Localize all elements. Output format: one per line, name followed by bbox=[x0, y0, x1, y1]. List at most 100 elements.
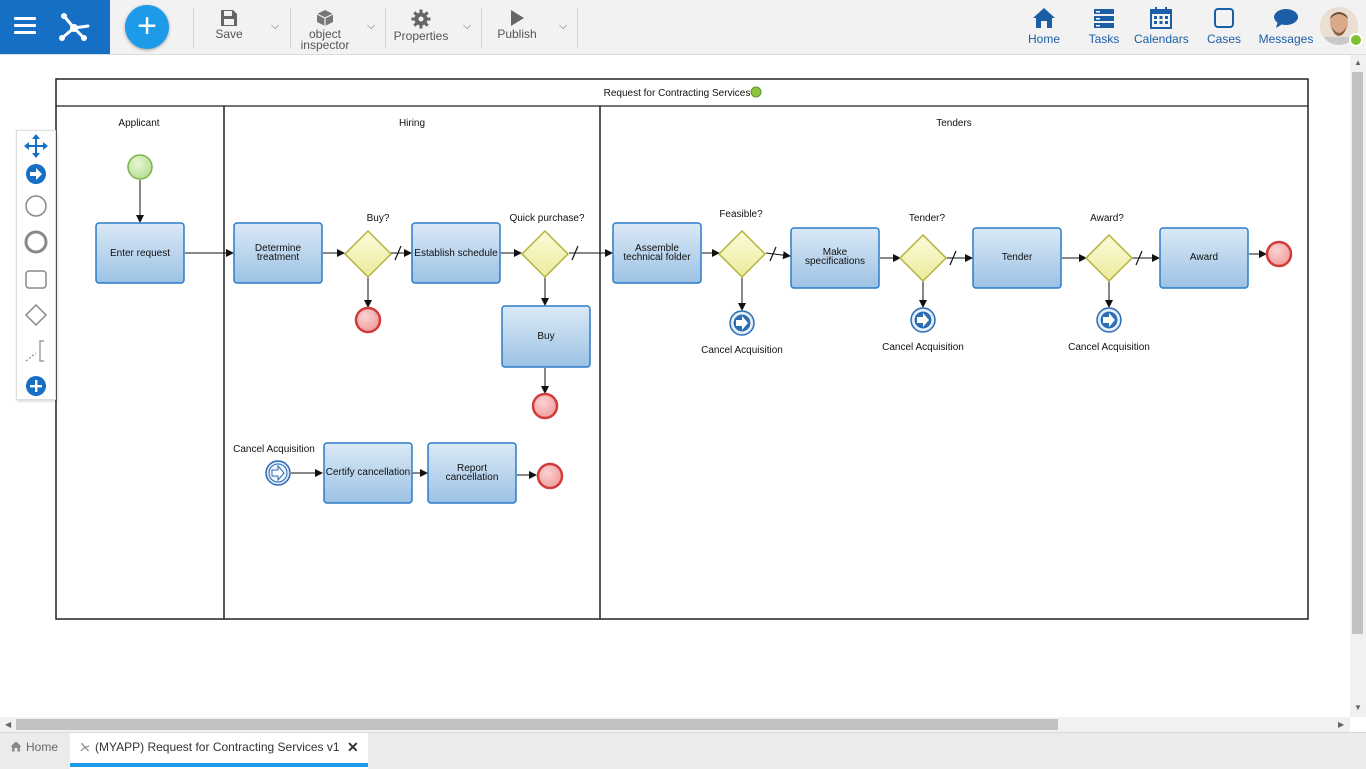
play-icon bbox=[511, 10, 524, 26]
pool[interactable] bbox=[55, 78, 1309, 620]
nav-messages-label: Messages bbox=[1258, 32, 1314, 46]
save-dropdown-chevron-icon[interactable]: ⌵ bbox=[271, 20, 280, 32]
connect-arrow-icon[interactable] bbox=[24, 162, 48, 186]
toolbar-divider bbox=[193, 8, 194, 48]
task-label: Determine bbox=[255, 243, 302, 254]
nav-home[interactable]: Home bbox=[1024, 0, 1064, 54]
app-logo-icon[interactable] bbox=[54, 8, 94, 46]
sequence-flows bbox=[136, 180, 1267, 479]
active-tab-indicator bbox=[70, 763, 368, 767]
task-certify-cancellation[interactable]: Certify cancellation bbox=[323, 442, 413, 504]
add-button[interactable]: + bbox=[125, 5, 169, 49]
task-tool-icon[interactable] bbox=[24, 267, 48, 291]
more-shapes-plus-icon[interactable] bbox=[24, 374, 48, 398]
online-status-dot bbox=[1349, 33, 1363, 47]
cancel-acquisition-throw-event[interactable]: Cancel Acquisition bbox=[882, 307, 964, 353]
task-buy[interactable]: Buy bbox=[501, 305, 591, 368]
tab-document-label: (MYAPP) Request for Contracting Services… bbox=[95, 740, 340, 754]
horizontal-scroll-thumb[interactable] bbox=[16, 719, 1058, 730]
event-label: Cancel Acquisition bbox=[233, 444, 315, 455]
gateway-tool-icon[interactable] bbox=[24, 303, 48, 327]
chat-bubble-icon bbox=[1274, 9, 1298, 28]
end-event-tool-icon[interactable] bbox=[24, 230, 48, 254]
tasks-icon bbox=[1094, 9, 1114, 28]
cancel-acquisition-throw-event[interactable]: Cancel Acquisition bbox=[701, 310, 783, 356]
gateway-feasible[interactable]: Feasible? bbox=[717, 209, 767, 279]
publish-dropdown-chevron-icon[interactable]: ⌵ bbox=[559, 20, 568, 32]
gear-icon bbox=[411, 9, 431, 29]
properties-button[interactable]: Properties bbox=[393, 0, 449, 54]
gateway-label: Quick purchase? bbox=[509, 213, 584, 224]
end-event[interactable] bbox=[1265, 240, 1293, 268]
start-event[interactable] bbox=[127, 154, 153, 180]
task-tender[interactable]: Tender bbox=[972, 227, 1062, 289]
task-label: Assemble bbox=[635, 243, 679, 254]
gateway-buy[interactable]: Buy? bbox=[343, 213, 393, 279]
end-event[interactable] bbox=[354, 306, 382, 334]
task-label: specifications bbox=[805, 256, 865, 267]
task-label: Make bbox=[823, 247, 848, 258]
lane-title-tenders: Tenders bbox=[936, 118, 972, 129]
task-establish-schedule[interactable]: Establish schedule bbox=[411, 222, 501, 284]
toolbar-divider bbox=[385, 8, 386, 48]
task-award[interactable]: Award bbox=[1159, 227, 1249, 289]
gateway-quick-purchase[interactable]: Quick purchase? bbox=[509, 213, 585, 279]
task-label: Certify cancellation bbox=[326, 467, 410, 478]
gateway-label: Feasible? bbox=[719, 209, 763, 220]
home-icon bbox=[1033, 8, 1055, 28]
brand-block bbox=[0, 0, 110, 54]
nav-cases[interactable]: Cases bbox=[1206, 0, 1242, 54]
scroll-left-arrow-icon[interactable]: ◀ bbox=[5, 720, 12, 729]
calendar-icon bbox=[1150, 7, 1172, 29]
gateway-label: Tender? bbox=[909, 213, 946, 224]
cancel-acquisition-throw-event[interactable]: Cancel Acquisition bbox=[1068, 307, 1150, 353]
tab-home[interactable]: Home bbox=[8, 733, 66, 769]
toolbar-divider bbox=[290, 8, 291, 48]
toolbar-divider bbox=[577, 8, 578, 48]
event-label: Cancel Acquisition bbox=[1068, 342, 1150, 353]
task-label: technical folder bbox=[623, 252, 691, 263]
object-inspector-dropdown-chevron-icon[interactable]: ⌵ bbox=[367, 20, 376, 32]
move-arrows-icon[interactable] bbox=[24, 134, 48, 158]
publish-button[interactable]: Publish bbox=[492, 0, 542, 54]
task-enter-request[interactable]: Enter request bbox=[95, 222, 185, 284]
task-report-cancellation[interactable]: Report cancellation bbox=[427, 442, 517, 504]
lane-title-hiring: Hiring bbox=[399, 118, 425, 129]
nav-tasks[interactable]: Tasks bbox=[1086, 0, 1122, 54]
properties-dropdown-chevron-icon[interactable]: ⌵ bbox=[463, 20, 472, 32]
lane-title-applicant: Applicant bbox=[118, 118, 159, 129]
task-assemble-technical-folder[interactable]: Assemble technical folder bbox=[612, 222, 702, 284]
start-event-tool-icon[interactable] bbox=[24, 194, 48, 218]
scroll-up-arrow-icon[interactable]: ▲ bbox=[1354, 58, 1362, 67]
save-button[interactable]: Save bbox=[208, 0, 250, 54]
save-icon bbox=[221, 10, 237, 26]
nav-calendars[interactable]: Calendars bbox=[1134, 0, 1189, 54]
hamburger-menu-icon[interactable] bbox=[14, 17, 36, 35]
gateway-label: Buy? bbox=[367, 213, 390, 224]
toolbar-divider bbox=[481, 8, 482, 48]
task-label: Tender bbox=[1002, 252, 1033, 263]
document-tab-bar: Home (MYAPP) Request for Contracting Ser… bbox=[0, 732, 1366, 769]
scroll-right-arrow-icon[interactable]: ▶ bbox=[1338, 720, 1345, 729]
gateway-award[interactable]: Award? bbox=[1084, 213, 1134, 283]
task-label: Buy bbox=[537, 331, 554, 342]
diagram-canvas[interactable]: Request for Contracting Services Applica… bbox=[0, 55, 1350, 717]
task-label: Enter request bbox=[110, 248, 170, 259]
end-event[interactable] bbox=[531, 392, 559, 420]
task-determine-treatment[interactable]: Determine treatment bbox=[233, 222, 323, 284]
cancel-acquisition-catch-event[interactable]: Cancel Acquisition bbox=[233, 444, 315, 486]
event-label: Cancel Acquisition bbox=[882, 342, 964, 353]
scroll-down-arrow-icon[interactable]: ▼ bbox=[1354, 703, 1362, 712]
save-label: Save bbox=[215, 27, 243, 41]
task-label: treatment bbox=[257, 252, 299, 263]
connector-tool-icon[interactable] bbox=[24, 339, 48, 363]
task-make-specifications[interactable]: Make specifications bbox=[790, 227, 880, 289]
end-event[interactable] bbox=[536, 462, 564, 490]
publish-label: Publish bbox=[497, 27, 537, 41]
properties-label: Properties bbox=[393, 29, 449, 43]
close-tab-icon[interactable]: ✕ bbox=[347, 739, 359, 755]
gateway-tender[interactable]: Tender? bbox=[898, 213, 948, 283]
object-inspector-button[interactable]: object inspector bbox=[298, 0, 352, 54]
nav-messages[interactable]: Messages bbox=[1258, 0, 1314, 54]
vertical-scroll-thumb[interactable] bbox=[1352, 72, 1363, 634]
